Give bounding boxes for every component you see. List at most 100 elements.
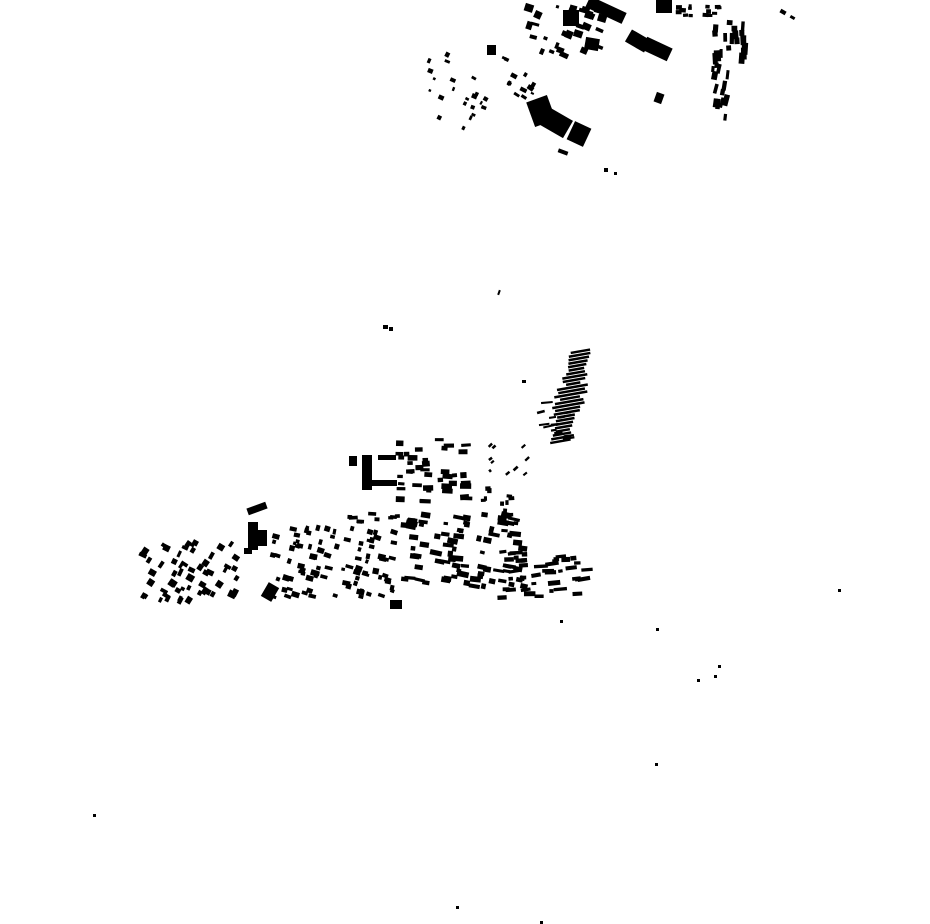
- building: [420, 511, 431, 519]
- building: [433, 533, 441, 540]
- building: [479, 550, 486, 555]
- building: [312, 570, 320, 577]
- building: [702, 12, 709, 18]
- building: [395, 496, 405, 503]
- building: [407, 455, 418, 461]
- building: [184, 540, 192, 549]
- building: [281, 586, 288, 594]
- building: [568, 351, 591, 358]
- building: [712, 83, 719, 94]
- building: [497, 515, 507, 522]
- building: [349, 525, 355, 532]
- building: [487, 442, 493, 448]
- building: [526, 84, 535, 92]
- building: [497, 289, 501, 296]
- building: [260, 582, 280, 602]
- building: [419, 541, 430, 549]
- building: [290, 590, 301, 599]
- building: [721, 93, 731, 107]
- building: [459, 494, 470, 501]
- building: [441, 483, 453, 490]
- building: [357, 546, 362, 552]
- building: [409, 553, 420, 560]
- building: [705, 4, 710, 9]
- building: [368, 544, 375, 550]
- building: [505, 470, 511, 476]
- building: [468, 115, 473, 121]
- building: [507, 512, 514, 517]
- building: [395, 440, 404, 447]
- building: [451, 473, 458, 478]
- building: [436, 114, 443, 121]
- building: [185, 572, 196, 583]
- building: [491, 444, 497, 450]
- building: [488, 456, 493, 462]
- building: [463, 579, 471, 587]
- building: [460, 563, 470, 568]
- building: [540, 400, 553, 405]
- building: [740, 21, 745, 32]
- building: [419, 499, 429, 503]
- building: [517, 545, 528, 552]
- building: [361, 571, 370, 578]
- building: [341, 567, 346, 572]
- building: [362, 480, 397, 486]
- building: [471, 112, 476, 117]
- building: [177, 561, 185, 569]
- building: [477, 563, 487, 571]
- building: [556, 383, 589, 392]
- building: [368, 511, 377, 516]
- building: [452, 514, 466, 521]
- building: [509, 550, 523, 555]
- building: [142, 593, 149, 600]
- building: [519, 86, 528, 94]
- building: [522, 72, 528, 78]
- building: [196, 563, 205, 572]
- building: [451, 86, 456, 92]
- building: [170, 557, 178, 566]
- building: [410, 545, 416, 551]
- building: [248, 522, 258, 550]
- building: [470, 104, 476, 110]
- building: [560, 620, 563, 623]
- building: [365, 553, 371, 560]
- building: [440, 469, 450, 475]
- building: [439, 558, 451, 565]
- building: [487, 488, 492, 494]
- building: [244, 548, 252, 554]
- building: [585, 37, 594, 47]
- building: [398, 455, 405, 460]
- building: [508, 576, 514, 581]
- building: [440, 531, 450, 537]
- building: [184, 595, 194, 605]
- building: [200, 586, 209, 596]
- building: [537, 105, 573, 139]
- building: [343, 536, 352, 543]
- building: [585, 0, 627, 24]
- building: [518, 563, 529, 568]
- building: [230, 564, 239, 573]
- building: [572, 29, 584, 39]
- building: [354, 556, 362, 562]
- building: [565, 565, 578, 571]
- building: [424, 472, 433, 478]
- building: [444, 51, 451, 58]
- building: [519, 575, 527, 580]
- building: [505, 500, 509, 505]
- building: [449, 77, 457, 84]
- building: [565, 381, 581, 387]
- building: [333, 543, 340, 550]
- building: [162, 543, 171, 553]
- building: [372, 567, 380, 575]
- building: [420, 468, 430, 472]
- building: [512, 539, 523, 546]
- building: [656, 628, 659, 631]
- building: [726, 19, 733, 26]
- building: [390, 600, 402, 609]
- building: [512, 465, 519, 472]
- building: [554, 430, 563, 435]
- building: [508, 581, 515, 588]
- building: [504, 557, 514, 562]
- building: [586, 11, 596, 21]
- buildings-layer: [93, 0, 841, 924]
